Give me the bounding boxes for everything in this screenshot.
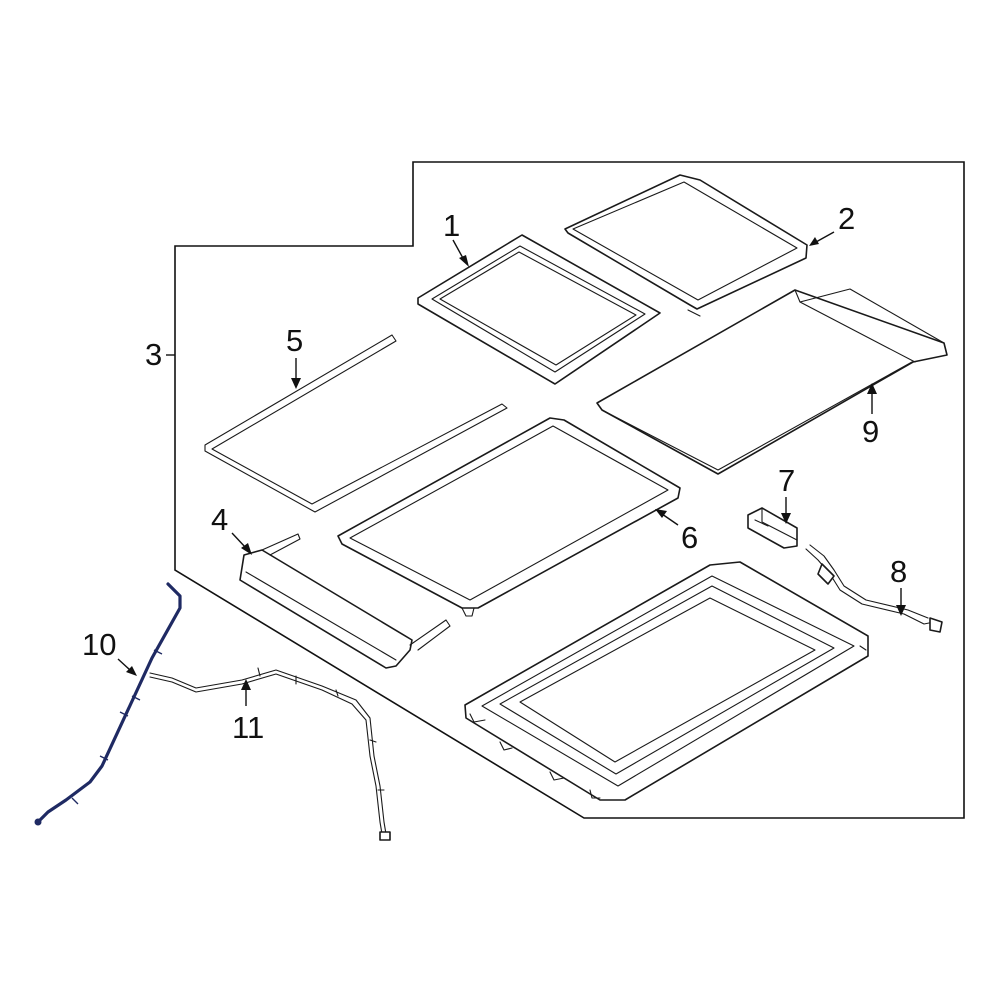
part-3-housing-frame[interactable]: [464, 561, 869, 801]
callout-4-number: 4: [211, 502, 228, 537]
part-9-sunshade[interactable]: [596, 288, 948, 475]
part-8-motor-harness[interactable]: [805, 544, 943, 633]
callout-3-number: 3: [145, 337, 162, 372]
callout-7: 7: [778, 463, 795, 524]
callout-6-number: 6: [681, 520, 698, 555]
callout-11-number: 11: [232, 710, 264, 745]
callout-8: 8: [890, 554, 907, 616]
callout-4: 4: [211, 502, 252, 555]
callout-5: 5: [286, 323, 303, 389]
callout-11: 11: [232, 679, 264, 745]
callout-7-number: 7: [778, 463, 795, 498]
callout-9: 9: [862, 383, 879, 449]
callout-10: 10: [82, 627, 137, 676]
assembly-boundary: [174, 161, 965, 819]
part-6-seal[interactable]: [337, 417, 681, 617]
part-10-drain-hose[interactable]: [34, 582, 182, 826]
callout-2-number: 2: [838, 201, 855, 236]
part-2-glass-panel[interactable]: [564, 174, 808, 317]
callout-1: 1: [443, 208, 469, 267]
part-5-weatherstrip[interactable]: [204, 334, 508, 513]
callout-10-number: 10: [82, 627, 116, 662]
callout-1-number: 1: [443, 208, 460, 243]
part-4-deflector[interactable]: [239, 533, 451, 669]
callout-3: 3: [145, 337, 175, 372]
callout-8-number: 8: [890, 554, 907, 589]
callout-9-number: 9: [862, 414, 879, 449]
part-1-glass-frame[interactable]: [417, 234, 661, 385]
part-11-drain-hose[interactable]: [149, 667, 391, 841]
callout-5-number: 5: [286, 323, 303, 358]
callout-2: 2: [809, 201, 855, 246]
callout-6: 6: [655, 509, 698, 555]
part-7-motor[interactable]: [747, 507, 798, 549]
